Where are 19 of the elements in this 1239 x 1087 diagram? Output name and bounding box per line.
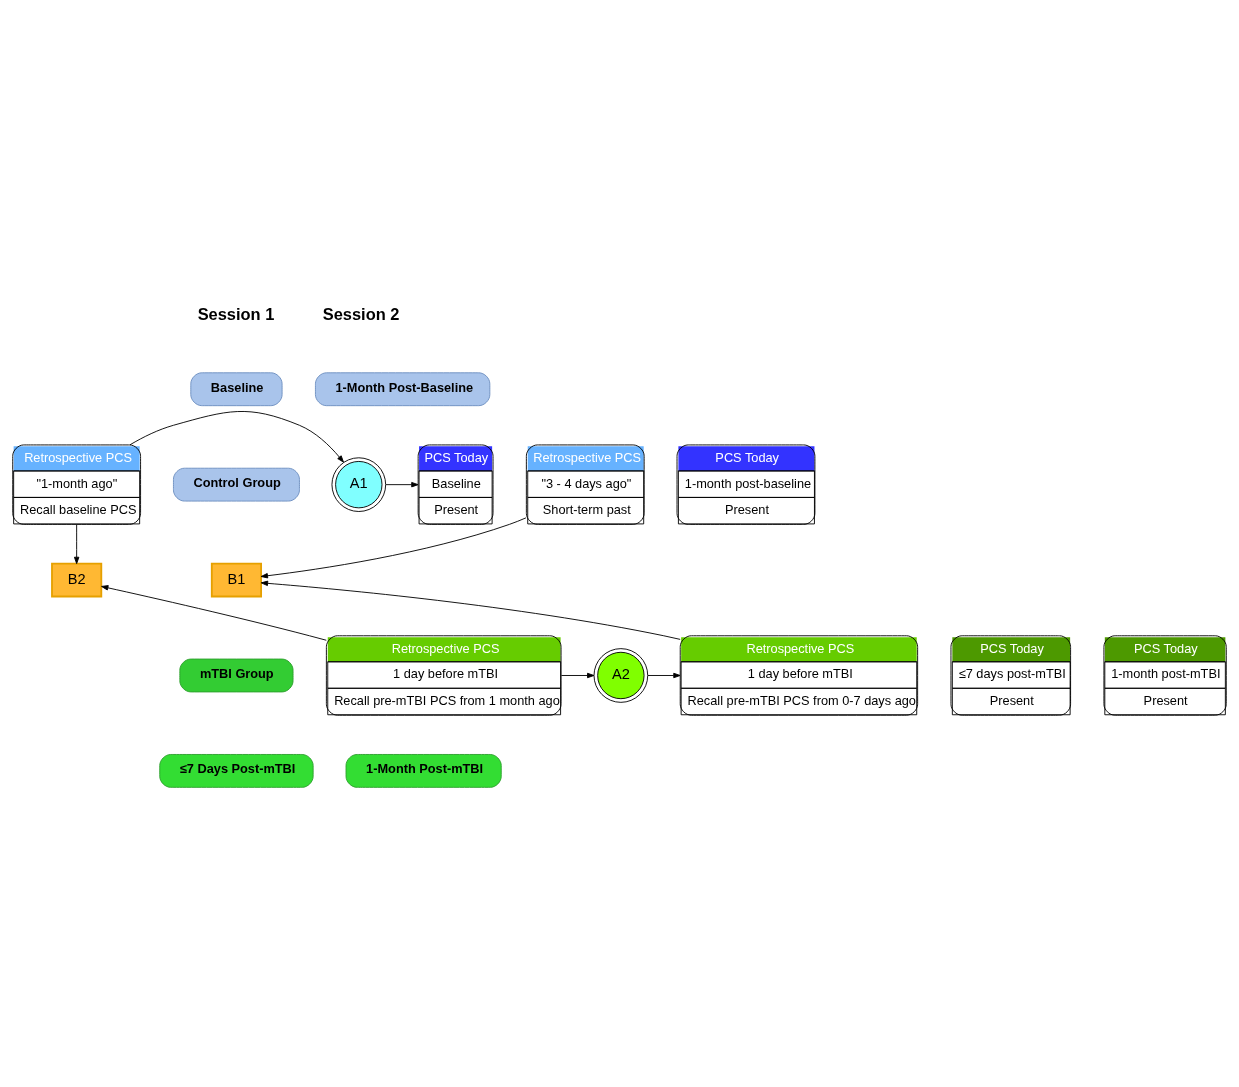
arrow bbox=[385, 481, 419, 487]
node-box: 1-Month Post-mTBI bbox=[345, 753, 502, 788]
node-text: Session 1 bbox=[197, 304, 275, 323]
arrow bbox=[129, 410, 344, 463]
node-text: Session 2 bbox=[322, 304, 400, 323]
arrow bbox=[260, 580, 681, 640]
node-box: B2 bbox=[51, 562, 103, 597]
node-box: Control Group bbox=[173, 467, 300, 502]
arrow bbox=[260, 516, 527, 578]
node-box: mTBI Group bbox=[179, 658, 294, 692]
node-box: ≤7 Days Post-mTBI bbox=[159, 753, 314, 788]
node-box: 1-Month Post-Baseline bbox=[314, 371, 491, 406]
arrow bbox=[560, 672, 595, 678]
arrow bbox=[101, 584, 327, 641]
node-box: B1 bbox=[210, 562, 262, 597]
node-box: Baseline bbox=[190, 371, 283, 406]
arrow bbox=[73, 523, 80, 564]
node-circle: A2 bbox=[593, 647, 649, 703]
arrow bbox=[647, 672, 681, 678]
